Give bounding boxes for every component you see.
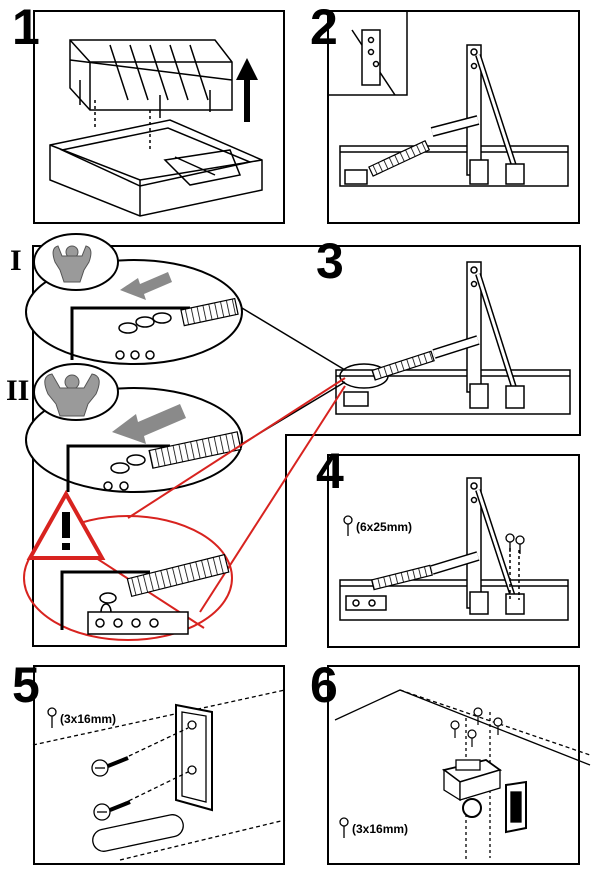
roman-label-ii: II	[6, 374, 30, 407]
screw-icon-step4-a	[505, 533, 515, 552]
step-1-drawing	[49, 39, 263, 217]
screw-icon-label-step5	[47, 707, 57, 728]
step-number-5: 5	[12, 657, 40, 713]
zoom-balloon-2-content	[66, 444, 170, 492]
screw-icon-step5-b	[93, 800, 131, 821]
bodybuilder-icon	[52, 245, 92, 283]
screw-icon-step6-c	[467, 729, 477, 747]
screw-icon-step5-a	[91, 756, 129, 777]
screw-icon-step4-b	[515, 535, 525, 554]
warning-balloon-content	[60, 570, 189, 635]
screw-icon-step6-b	[473, 707, 483, 725]
screw-icon-label-step6	[339, 817, 349, 838]
arrow-left-icon	[120, 272, 172, 300]
screw-size-step4: (6x25mm)	[356, 520, 413, 534]
spring-warning	[126, 553, 230, 598]
arrow-up-icon	[236, 58, 258, 122]
step-3-frame	[32, 245, 581, 647]
warning-icon	[26, 489, 106, 560]
screw-icon-step6-d	[493, 717, 503, 735]
screw-size-step6: (3x16mm)	[352, 822, 409, 836]
step-4-drawing	[339, 477, 569, 621]
spring-step-3	[371, 350, 435, 381]
spring-step-2	[368, 139, 431, 177]
step-number-6: 6	[310, 657, 338, 713]
spring-balloon-1	[180, 297, 239, 327]
screw-icon-label-step4	[343, 515, 353, 536]
step-number-1: 1	[12, 0, 40, 55]
arrow-left-large-icon	[112, 404, 186, 444]
zoom-balloon-1-content	[70, 306, 190, 360]
spring-step-4	[370, 564, 433, 591]
panel-step-6	[327, 665, 580, 865]
panel-step-5	[33, 665, 285, 865]
bodybuilder-large-icon	[44, 373, 100, 417]
step-3-drawing	[236, 261, 571, 446]
step-number-2: 2	[310, 0, 338, 55]
screw-icon-step6-a	[450, 720, 460, 738]
roman-label-i: I	[10, 244, 22, 277]
spring-balloon-2	[148, 431, 242, 469]
step-number-4: 4	[316, 443, 344, 499]
step-number-3: 3	[316, 233, 344, 289]
step-2-drawing	[327, 10, 569, 187]
screw-size-step5: (3x16mm)	[60, 712, 117, 726]
